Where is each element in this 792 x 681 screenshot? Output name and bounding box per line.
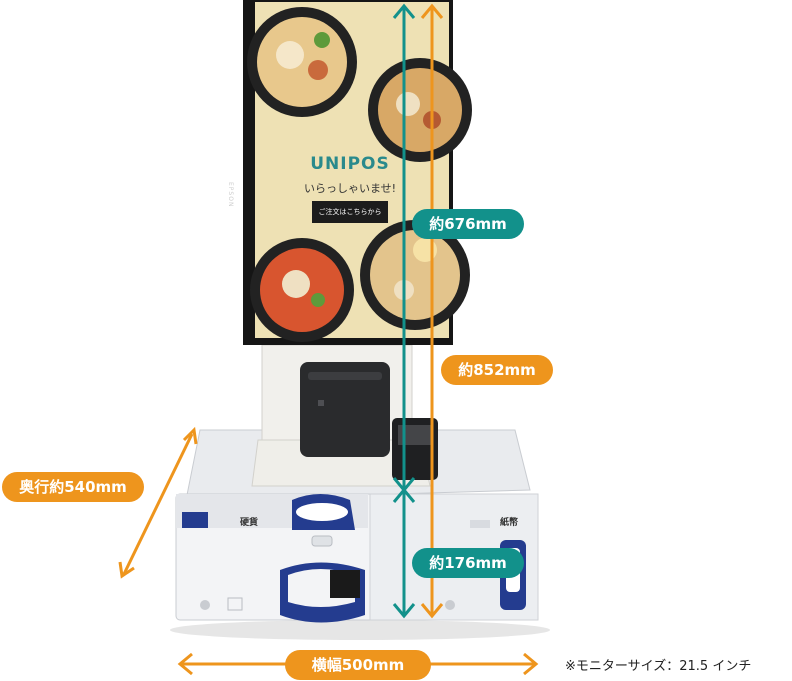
monitor-height-arrow-top <box>392 3 416 19</box>
total-height-label: 約852mm <box>441 355 553 385</box>
total-height-arrow-top <box>420 3 444 19</box>
bill-label: 紙幣 <box>500 518 519 528</box>
order-button[interactable]: ご注文はこちらから <box>312 201 388 223</box>
coin-button <box>311 535 333 547</box>
depth-label: 奥行約540mm <box>2 472 144 502</box>
depth-arrow-top <box>182 426 198 445</box>
ramen-bowl-top-right <box>368 58 472 162</box>
bill-indicator <box>470 520 490 528</box>
ramen-bowl-top-left <box>247 7 357 117</box>
ramen-bowl-bottom-left <box>250 238 354 342</box>
receipt-printer <box>300 362 390 457</box>
depth-arrow-bottom <box>118 561 135 579</box>
width-arrow-right <box>523 652 539 676</box>
key-slot <box>227 597 243 611</box>
base-height-label: 約176mm <box>412 548 524 578</box>
coin-return-dark <box>330 570 360 598</box>
base-height-arrow-bottom <box>392 603 416 619</box>
floor-shadow <box>170 620 550 640</box>
printer-slot <box>308 372 382 380</box>
printer-button <box>318 400 324 406</box>
monitor-brand: EPSON <box>227 182 234 208</box>
card-terminal-screen <box>398 425 432 445</box>
monitor-height-label: 約676mm <box>412 209 524 239</box>
coin-label: 硬貨 <box>240 518 259 528</box>
monitor-welcome-text: いらっしゃいませ! <box>303 182 397 195</box>
coin-logo-plate <box>182 512 208 528</box>
depth-line <box>122 433 194 575</box>
ramen-bowl-bottom-right <box>360 220 470 330</box>
lock-icon <box>200 600 210 610</box>
bill-lock-icon <box>445 600 455 610</box>
width-label: 横幅500mm <box>285 650 431 680</box>
monitor-title: UNIPOS <box>310 154 390 174</box>
width-arrow-left <box>177 652 193 676</box>
base-height-arrow-top <box>392 487 416 503</box>
coin-slot <box>296 503 348 521</box>
total-height-arrow-bottom <box>420 603 444 619</box>
monitor-size-note: ※モニターサイズ：21.5 インチ <box>565 659 752 674</box>
